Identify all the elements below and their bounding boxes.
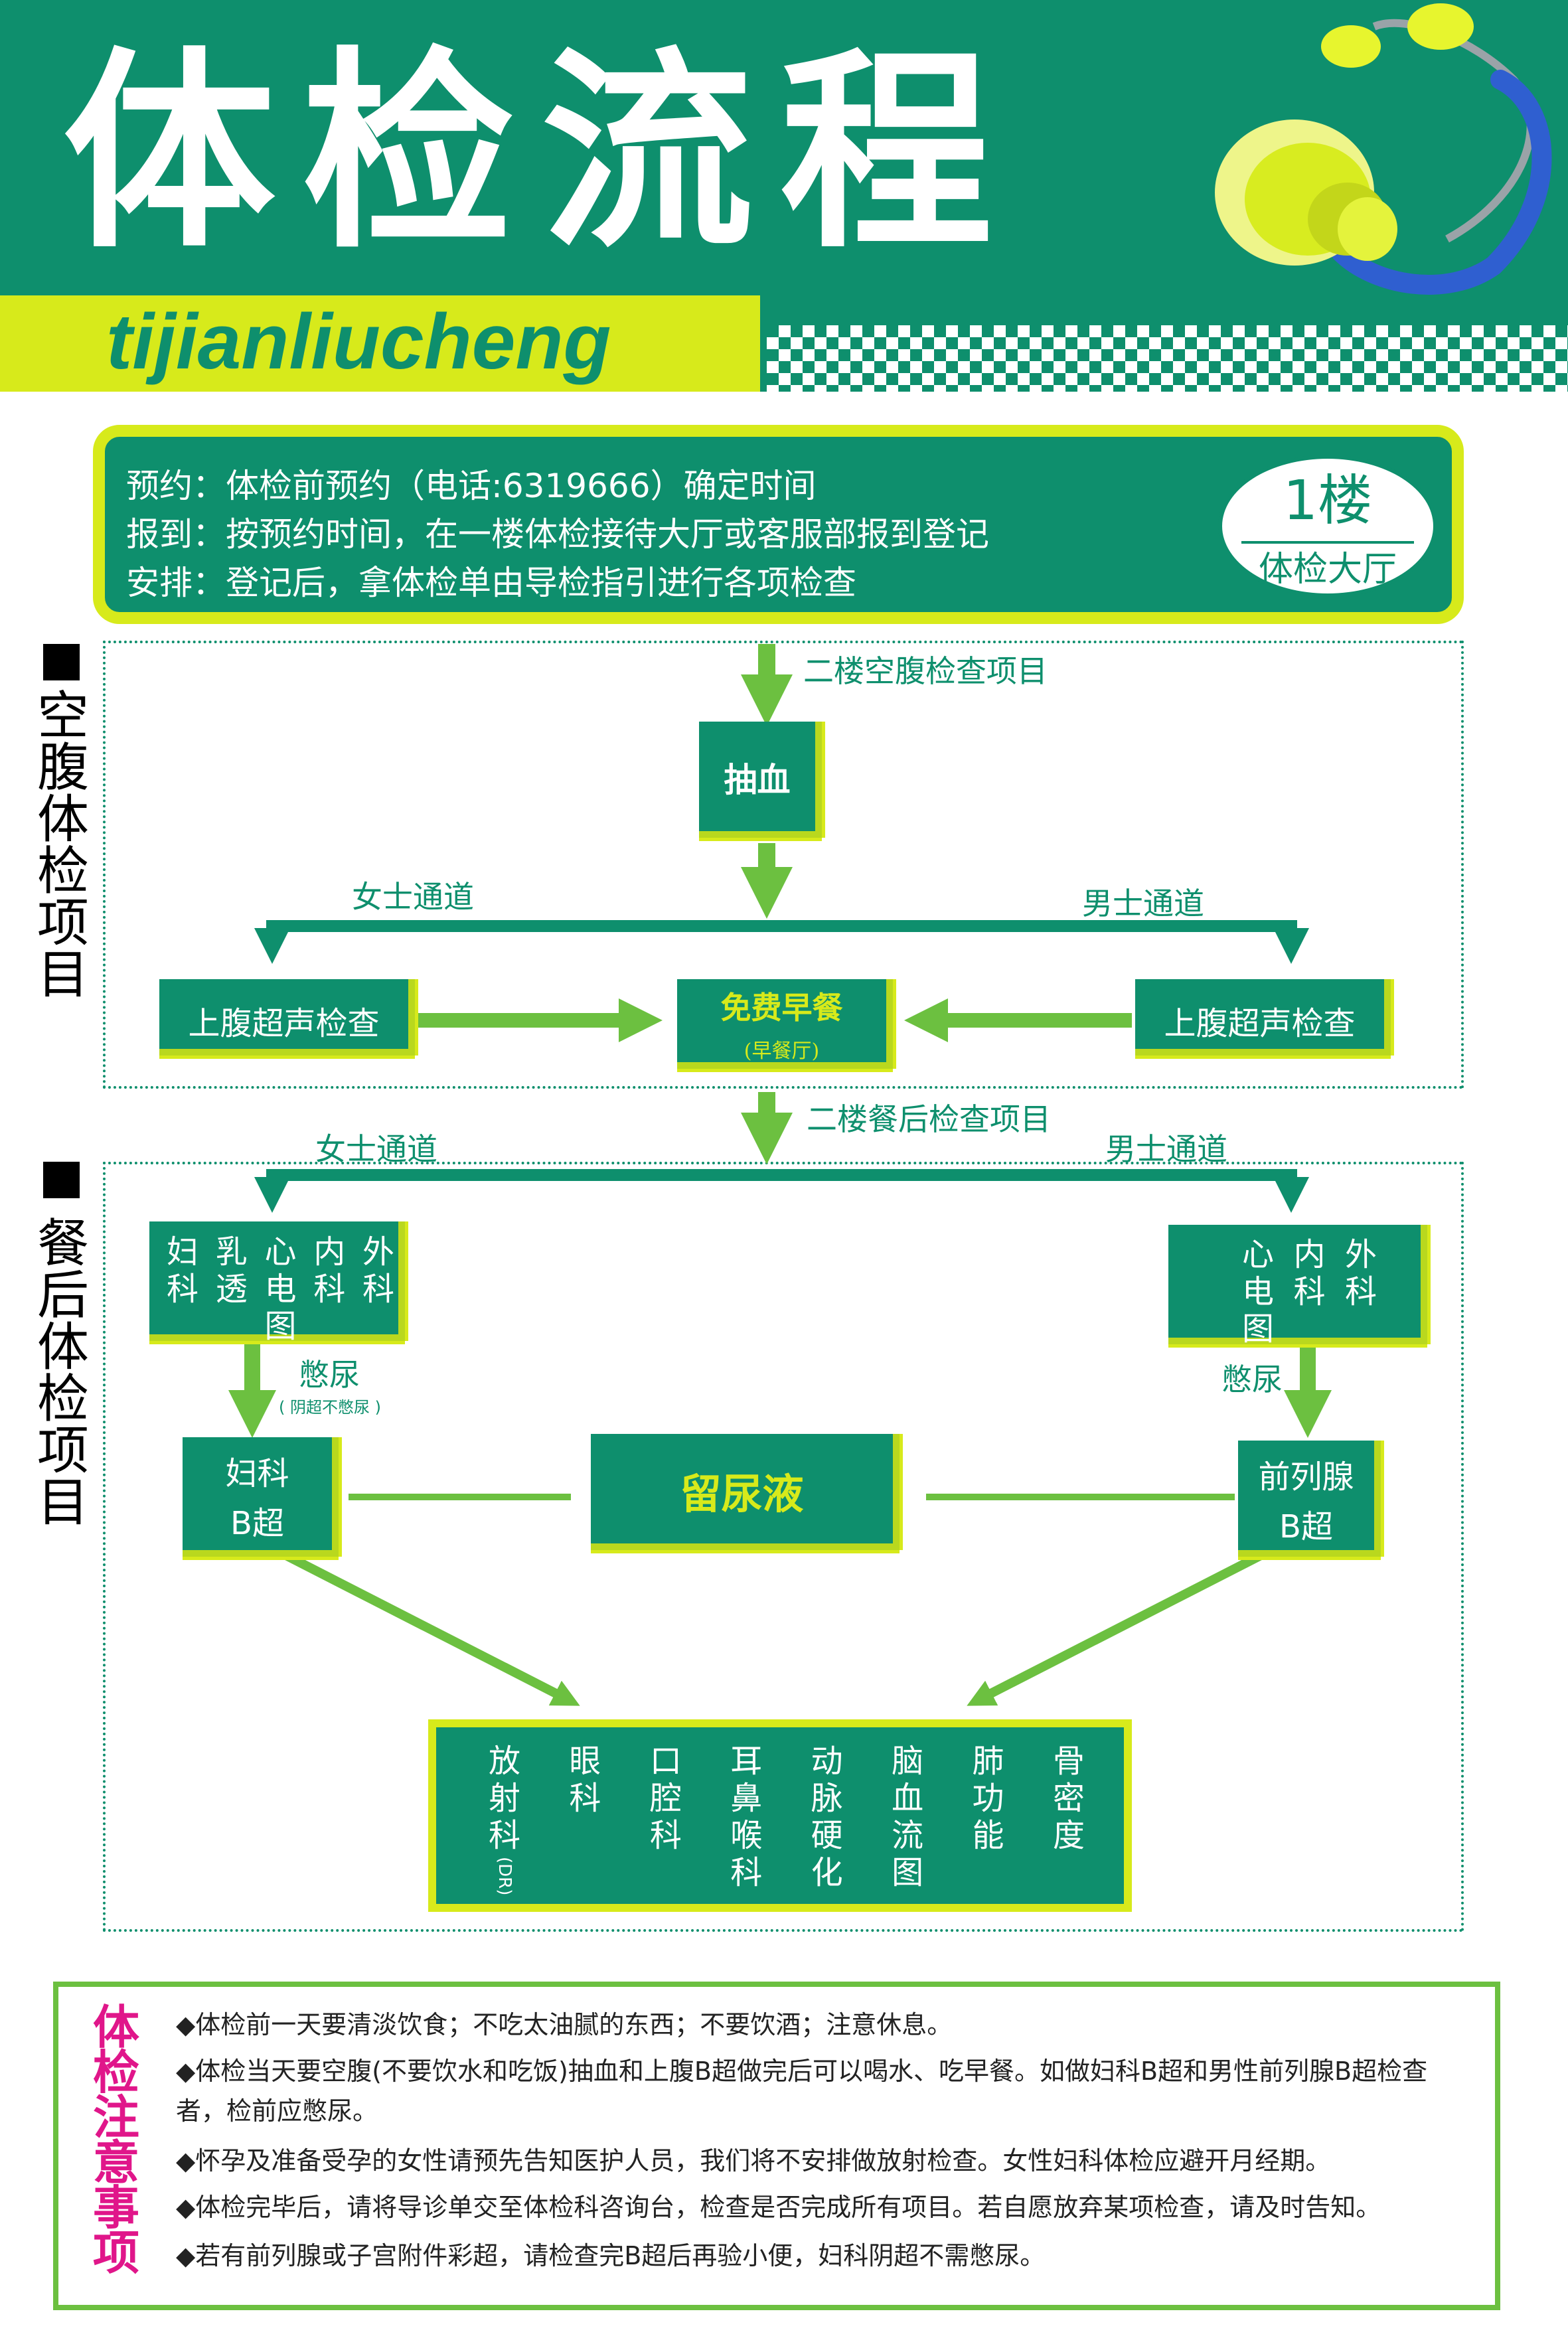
urine-sample-label: 留尿液 xyxy=(680,1470,804,1518)
breakfast-place: (早餐厅) xyxy=(744,1040,820,1063)
post-meal-side-label: 餐后体检项目 xyxy=(37,1214,89,1533)
post-meal-flow-label: 二楼餐后检查项目 xyxy=(807,1101,1051,1137)
note-item-4: ◆体检完毕后，请将导诊单交至体检科咨询台，检查是否完成所有项目。若自愿放弃某项检… xyxy=(176,2193,1381,2222)
final-item-lung-function: 肺功能 xyxy=(972,1743,1004,1854)
final-item-stomatology: 口腔科 xyxy=(649,1743,682,1854)
prostate-bscan-box xyxy=(1238,1441,1381,1557)
checker-pattern xyxy=(767,325,1568,392)
notes-box xyxy=(53,1982,1500,2310)
page-title: 体检流程 xyxy=(63,28,1019,277)
final-item-bone-density: 骨密度 xyxy=(1052,1743,1085,1854)
pinyin-subtitle: tijianliucheng xyxy=(106,298,611,386)
post-meal-women-channel: 女士通道 xyxy=(315,1131,437,1167)
men-item-ecg: 心电图 xyxy=(1241,1236,1274,1348)
gyn-bscan-line2: B超 xyxy=(230,1505,284,1542)
breakfast-box xyxy=(677,979,893,1069)
final-item-ent: 耳鼻喉科 xyxy=(730,1743,763,1891)
blood-draw-box xyxy=(699,722,822,838)
floor-badge xyxy=(1218,455,1437,597)
note-item-5: ◆若有前列腺或子宫附件彩超，请检查完B超后再验小便，妇科阴超不需憋尿。 xyxy=(176,2241,1046,2270)
final-item-radiology-label: 放射科 xyxy=(488,1743,520,1854)
fasting-flow-label: 二楼空腹检查项目 xyxy=(803,653,1048,689)
urine-sample-box xyxy=(591,1434,900,1550)
stethoscope-icon xyxy=(1215,3,1552,295)
ultrasound-left-label: 上腹超声检查 xyxy=(188,1005,380,1042)
intro-line-checkin: 报到：按预约时间，在一楼体检接待大厅或客服部报到登记 xyxy=(126,515,989,554)
final-exams-box xyxy=(428,1719,1132,1912)
men-item-surgery: 外科 xyxy=(1344,1236,1377,1310)
final-item-ophthalmology: 眼科 xyxy=(569,1743,601,1817)
hold-urine-right: 憋尿 xyxy=(1221,1362,1283,1397)
fasting-marker xyxy=(43,644,80,680)
prostate-bscan-line1: 前列腺 xyxy=(1258,1458,1354,1496)
final-exams: 放射科 (DR) 眼科 口腔科 耳鼻喉科 动脉硬化 脑血流图 肺功能 骨密度 xyxy=(485,1743,1089,1895)
notes-title: 体检注意事项 xyxy=(93,2000,139,2280)
fasting-women-channel: 女士通道 xyxy=(352,879,474,915)
note-item-3: ◆怀孕及准备受孕的女性请预先告知医护人员，我们将不安排做放射检查。女性妇科体检应… xyxy=(176,2146,1331,2175)
men-items: 心电图 内科 外科 xyxy=(1238,1236,1381,1348)
note-item-1: ◆体检前一天要清淡饮食；不吃太油腻的东西；不要饮酒；注意休息。 xyxy=(176,2010,953,2039)
fasting-section xyxy=(103,641,1464,1089)
gyn-bscan-line1: 妇科 xyxy=(225,1455,289,1492)
final-item-radiology-suffix: (DR) xyxy=(495,1857,514,1896)
fasting-side-label: 空腹体检项目 xyxy=(37,686,89,1005)
note-item-2: ◆体检当天要空腹(不要饮水和吃饭)抽血和上腹B超做完后可以喝水、吃早餐。如做妇科… xyxy=(176,2057,1428,2126)
floor-name: 体检大厅 xyxy=(1258,550,1397,589)
floor-number: 1楼 xyxy=(1283,469,1373,532)
ultrasound-left-box xyxy=(159,979,415,1056)
final-item-cerebral-flow: 脑血流图 xyxy=(892,1743,924,1891)
hold-urine-left: 憋尿 xyxy=(299,1357,360,1393)
floor-divider xyxy=(1241,541,1414,544)
final-item-arteriosclerosis: 动脉硬化 xyxy=(811,1743,843,1891)
intro-line-arrangement: 安排：登记后，拿体检单由导检指引进行各项检查 xyxy=(126,564,856,602)
blood-draw-label: 抽血 xyxy=(724,760,791,799)
pinyin-band xyxy=(0,295,760,392)
intro-line-reservation: 预约：体检前预约（电话:6319666）确定时间 xyxy=(126,467,817,505)
fasting-men-channel: 男士通道 xyxy=(1082,886,1204,921)
women-item-ecg: 心电图 xyxy=(264,1233,297,1345)
women-item-surgery: 外科 xyxy=(362,1233,394,1308)
men-items-box xyxy=(1168,1225,1427,1344)
women-items-box xyxy=(149,1221,405,1341)
hold-urine-note: ( 阴超不憋尿 ) xyxy=(279,1398,381,1417)
women-item-breast: 乳透 xyxy=(215,1233,248,1308)
gyn-bscan-box xyxy=(183,1437,339,1557)
women-items: 妇科 乳透 心电图 内科 外科 xyxy=(163,1233,398,1345)
post-meal-marker xyxy=(43,1162,80,1198)
women-item-internal: 内科 xyxy=(313,1233,346,1308)
final-item-radiology: 放射科 (DR) xyxy=(485,1743,524,1895)
post-meal-men-channel: 男士通道 xyxy=(1105,1131,1227,1167)
men-item-internal: 内科 xyxy=(1293,1236,1326,1310)
breakfast-label: 免费早餐 xyxy=(720,990,843,1026)
ultrasound-right-box xyxy=(1135,979,1391,1056)
ultrasound-right-label: 上腹超声检查 xyxy=(1164,1005,1356,1042)
prostate-bscan-line2: B超 xyxy=(1279,1508,1333,1545)
women-item-gynecology: 妇科 xyxy=(166,1233,198,1308)
